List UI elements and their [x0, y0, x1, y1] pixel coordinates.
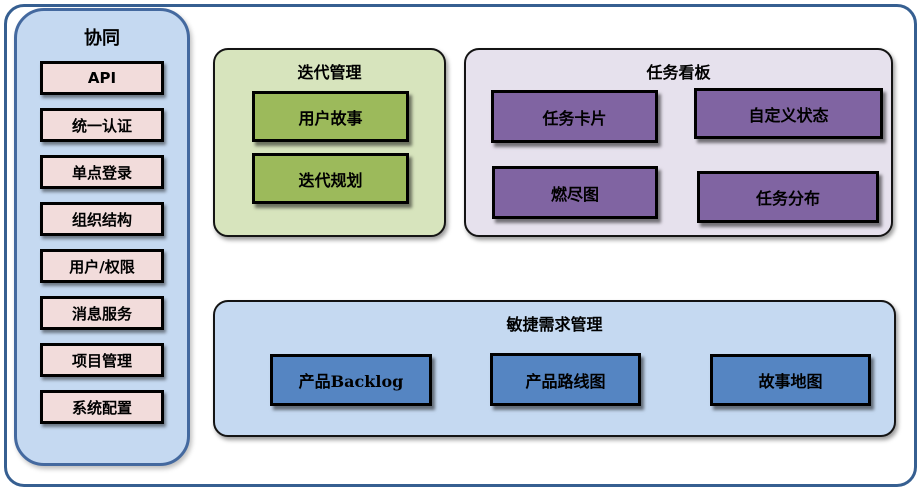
sidebar-collaboration: 协同 API 统一认证 单点登录 组织结构 用户/权限 消息服务 项目管理 系统…	[14, 8, 190, 466]
panel-taskboard-title: 任务看板	[646, 63, 711, 82]
panel-iteration-title: 迭代管理	[297, 63, 362, 82]
sidebar-item-message-service: 消息服务	[40, 296, 164, 330]
feature-box-custom-status: 自定义状态	[694, 88, 883, 139]
feature-box-product-roadmap: 产品路线图	[490, 353, 641, 406]
panel-requirements-title: 敏捷需求管理	[506, 315, 603, 334]
panel-task-board: 任务看板 任务卡片 自定义状态 燃尽图 任务分布	[464, 48, 893, 237]
sidebar-item-project-management: 项目管理	[40, 343, 164, 377]
feature-box-task-card: 任务卡片	[491, 90, 658, 143]
feature-box-burndown-chart: 燃尽图	[492, 166, 658, 219]
panel-iteration-management: 迭代管理 用户故事 迭代规划	[213, 48, 446, 237]
sidebar-item-api: API	[40, 61, 164, 95]
feature-box-task-distribution: 任务分布	[697, 171, 879, 223]
panel-agile-requirements: 敏捷需求管理 产品Backlog 产品路线图 故事地图	[213, 300, 896, 437]
sidebar-item-sso: 单点登录	[40, 155, 164, 189]
feature-box-iteration-planning: 迭代规划	[252, 153, 409, 204]
sidebar-item-user-permissions: 用户/权限	[40, 249, 164, 283]
sidebar-item-org-structure: 组织结构	[40, 202, 164, 236]
feature-box-story-map: 故事地图	[710, 354, 871, 406]
sidebar-title: 协同	[84, 28, 120, 49]
sidebar-item-system-config: 系统配置	[40, 390, 164, 424]
outer-frame	[4, 4, 917, 487]
sidebar-item-unified-auth: 统一认证	[40, 108, 164, 142]
sidebar-item-list: API 统一认证 单点登录 组织结构 用户/权限 消息服务 项目管理 系统配置	[17, 61, 187, 424]
feature-box-user-story: 用户故事	[252, 91, 409, 142]
feature-box-product-backlog: 产品Backlog	[270, 354, 432, 406]
